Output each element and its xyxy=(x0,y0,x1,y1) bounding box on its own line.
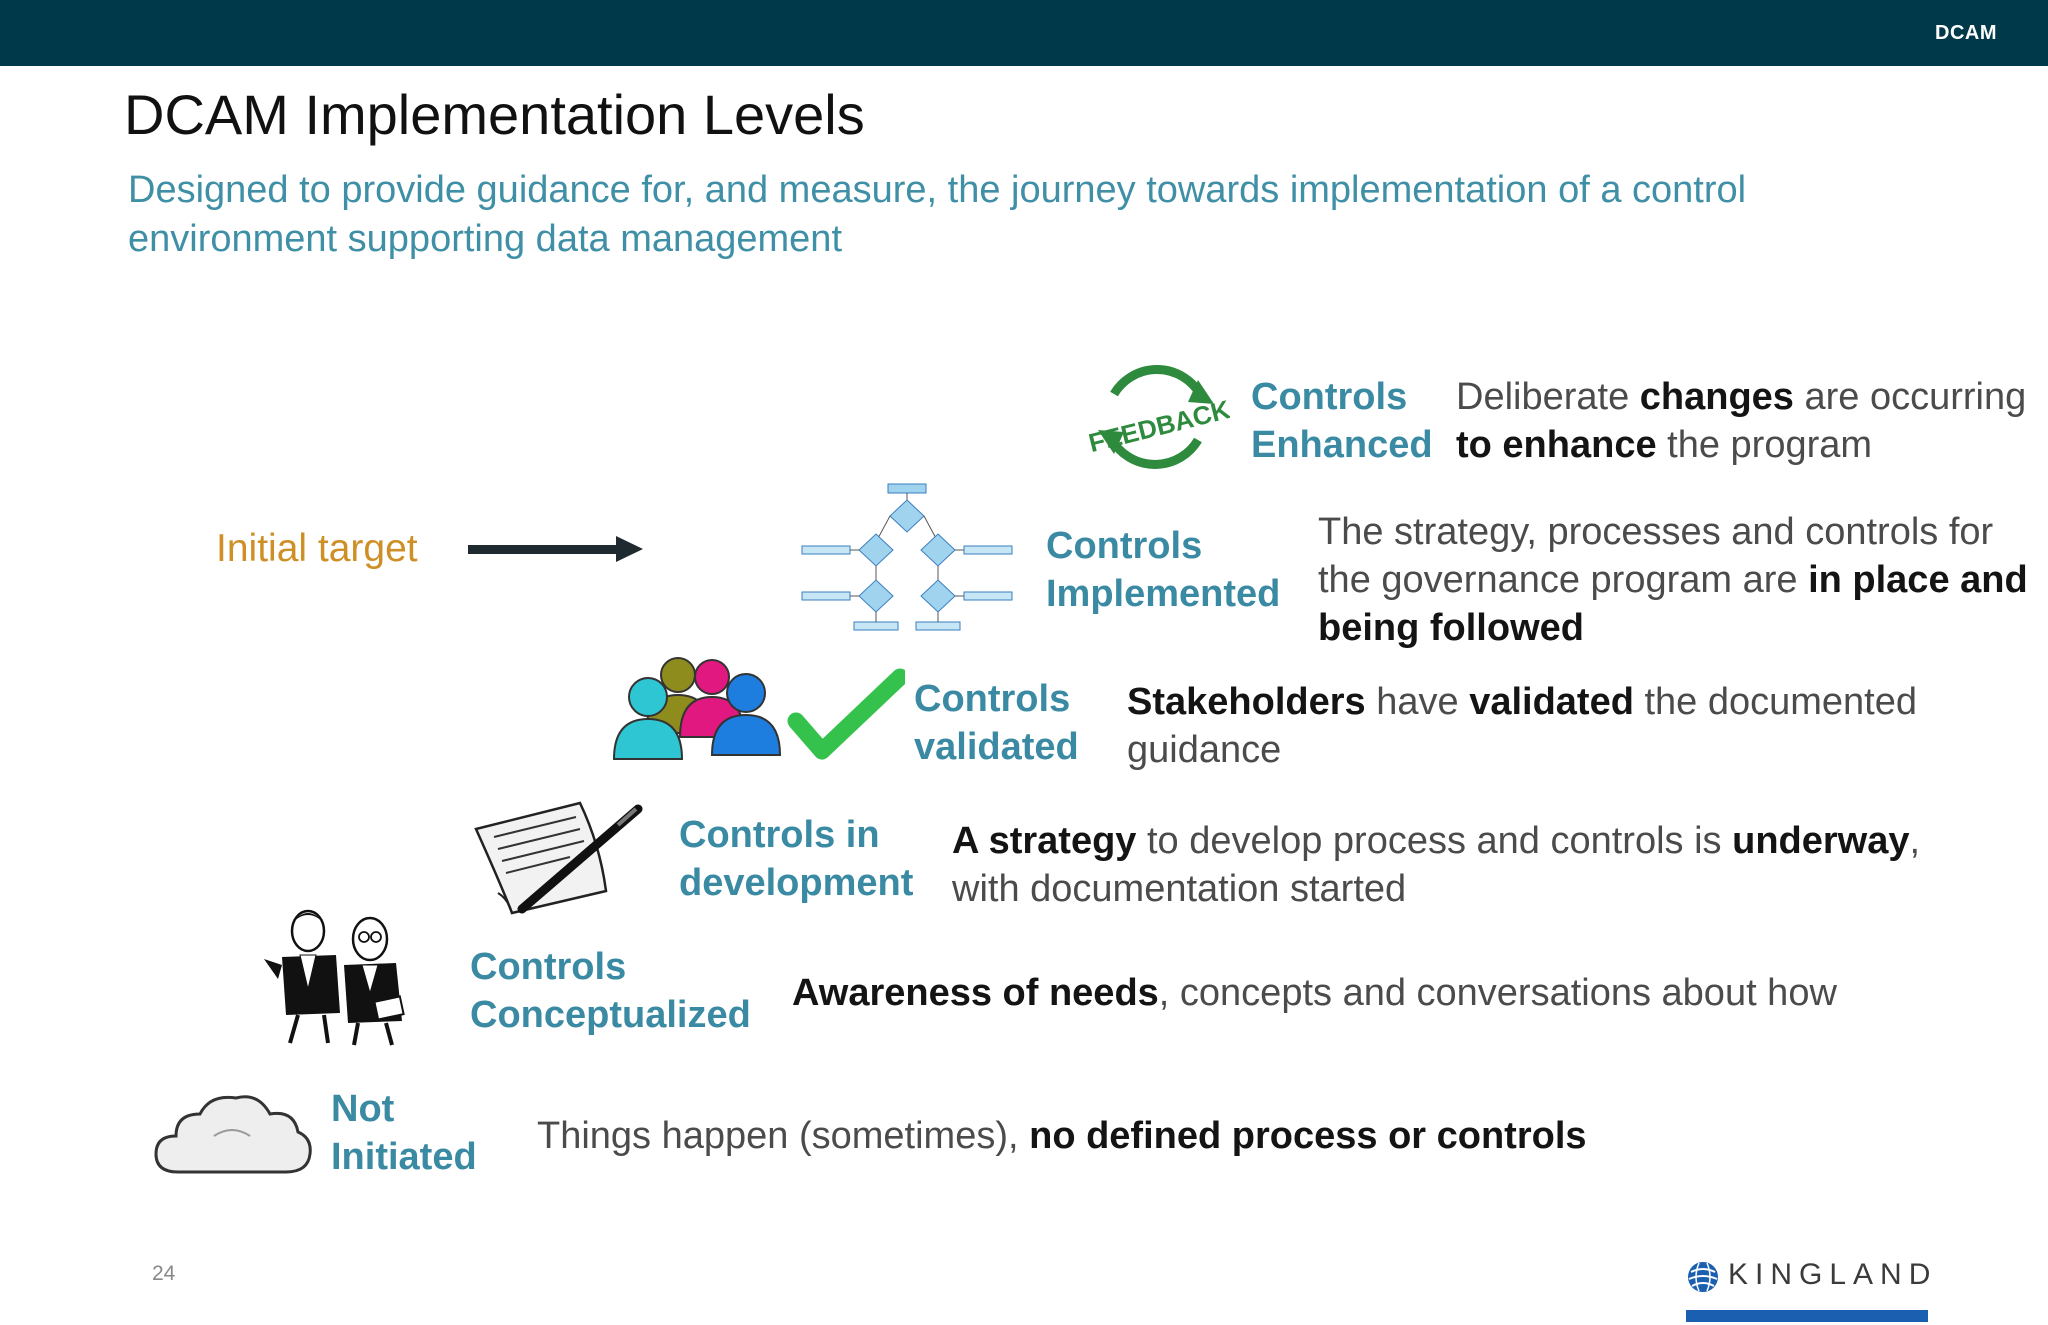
initial-target-label: Initial target xyxy=(216,527,418,570)
desc-segment: in place and being followed xyxy=(1318,559,2028,649)
desc-segment: Things happen (sometimes), xyxy=(537,1115,1030,1157)
desc-segment: are occurring xyxy=(1793,376,2027,418)
desc-segment: validated xyxy=(1469,681,1634,723)
feedback-cycle-icon: FEEDBACK xyxy=(1086,365,1230,469)
header-bar: DCAM xyxy=(0,0,2048,66)
desc-segment: to enhance xyxy=(1456,424,1657,466)
globe-icon xyxy=(1688,1262,1718,1292)
desc-segment: Stakeholders xyxy=(1127,681,1366,723)
desc-segment: , concepts and conversations about how xyxy=(1158,972,1837,1014)
logo-text: KINGLAND xyxy=(1728,1258,1938,1291)
desc-segment: the program xyxy=(1656,424,1873,466)
desc-segment: underway xyxy=(1732,820,1910,862)
desc-segment: The strategy, processes and controls for… xyxy=(1318,511,1994,601)
checkmark-icon xyxy=(787,668,905,760)
stakeholders-check-icon xyxy=(612,657,905,760)
desc-segment: Awareness of needs xyxy=(792,972,1159,1014)
header-label: DCAM xyxy=(1935,22,1997,44)
desc-segment: the documented guidance xyxy=(1127,681,1918,771)
level-desc-controls-in-development: A strategy to develop process and contro… xyxy=(952,817,1962,913)
desc-segment: to develop process and controls is xyxy=(1136,820,1733,862)
desc-segment: have xyxy=(1365,681,1470,723)
logo-underline-bar xyxy=(1686,1310,1928,1322)
desc-segment: Deliberate xyxy=(1456,376,1640,418)
level-desc-controls-conceptualized: Awareness of needs, concepts and convers… xyxy=(792,969,1942,1017)
feedback-icon-text: FEEDBACK xyxy=(1086,394,1230,458)
two-men-talking-icon xyxy=(264,909,405,1046)
level-desc-not-initiated: Things happen (sometimes), no defined pr… xyxy=(537,1112,1687,1160)
flowchart-icon xyxy=(801,483,1013,631)
page-subtitle: Designed to provide guidance for, and me… xyxy=(128,169,1747,260)
desc-segment: no defined process or controls xyxy=(1029,1115,1587,1157)
level-desc-controls-implemented: The strategy, processes and controls for… xyxy=(1318,508,2043,652)
level-desc-controls-enhanced: Deliberate changes are occurring to enha… xyxy=(1456,373,2036,469)
cloud-icon xyxy=(154,1095,312,1174)
page-title: DCAM Implementation Levels xyxy=(124,83,865,146)
level-desc-controls-validated: Stakeholders have validated the document… xyxy=(1127,678,1947,774)
arrow-right-icon xyxy=(468,536,643,562)
people-group-icon xyxy=(612,657,782,760)
desc-segment: changes xyxy=(1639,376,1794,418)
desc-segment: A strategy xyxy=(952,820,1137,862)
page-number: 24 xyxy=(152,1262,176,1285)
desc-segment: , with documentation started xyxy=(952,820,1921,910)
document-pen-icon xyxy=(474,801,643,915)
kingland-logo: KINGLAND xyxy=(1686,1252,1930,1324)
